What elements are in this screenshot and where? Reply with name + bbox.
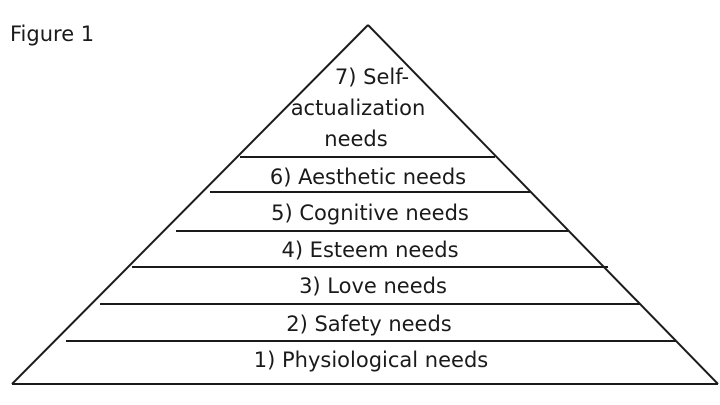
level-2-label: 2) Safety needs [286,312,452,336]
figure-label: Figure 1 [10,22,95,46]
level-7-label-line-1: 7) Self- [335,65,409,89]
level-4-label: 4) Esteem needs [281,238,458,262]
level-7-label-line-3: needs [324,127,387,151]
level-5-label: 5) Cognitive needs [271,201,469,225]
level-6-label: 6) Aesthetic needs [270,165,466,189]
level-3-label: 3) Love needs [299,274,447,298]
pyramid-right-edge [367,24,719,385]
level-7-label-line-2: actualization [291,96,426,120]
pyramid-left-edge [11,24,369,385]
level-1-label: 1) Physiological needs [254,348,488,372]
